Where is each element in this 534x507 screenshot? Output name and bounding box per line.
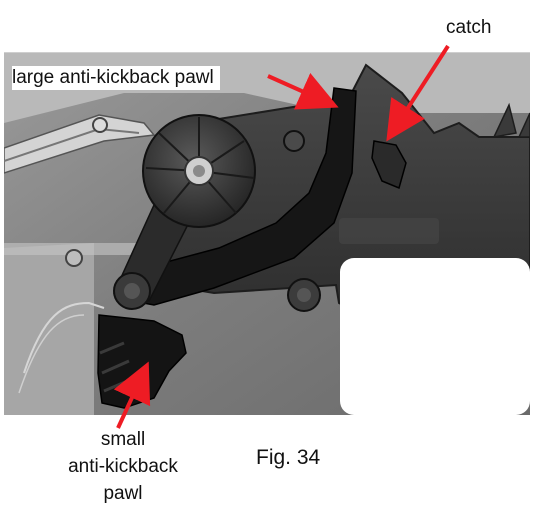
table-surface-left xyxy=(4,243,94,415)
label-large-anti-kickback-pawl: large anti-kickback pawl xyxy=(12,66,220,90)
label-small-line-1: small xyxy=(48,426,198,453)
rail-screw xyxy=(93,118,107,132)
riving-knife-assembly-illustration xyxy=(4,53,530,415)
label-small-anti-kickback-pawl: small anti-kickback pawl xyxy=(48,426,198,507)
embossed-logo xyxy=(339,218,439,244)
label-small-line-2: anti-kickback xyxy=(48,453,198,480)
figure-caption: Fig. 34 xyxy=(256,446,320,470)
knife-cutout xyxy=(340,258,530,415)
bolt-top xyxy=(284,131,304,151)
machine-photo xyxy=(4,52,530,415)
label-small-line-3: pawl xyxy=(48,480,198,507)
table-screw xyxy=(66,250,82,266)
label-catch: catch xyxy=(446,16,491,40)
